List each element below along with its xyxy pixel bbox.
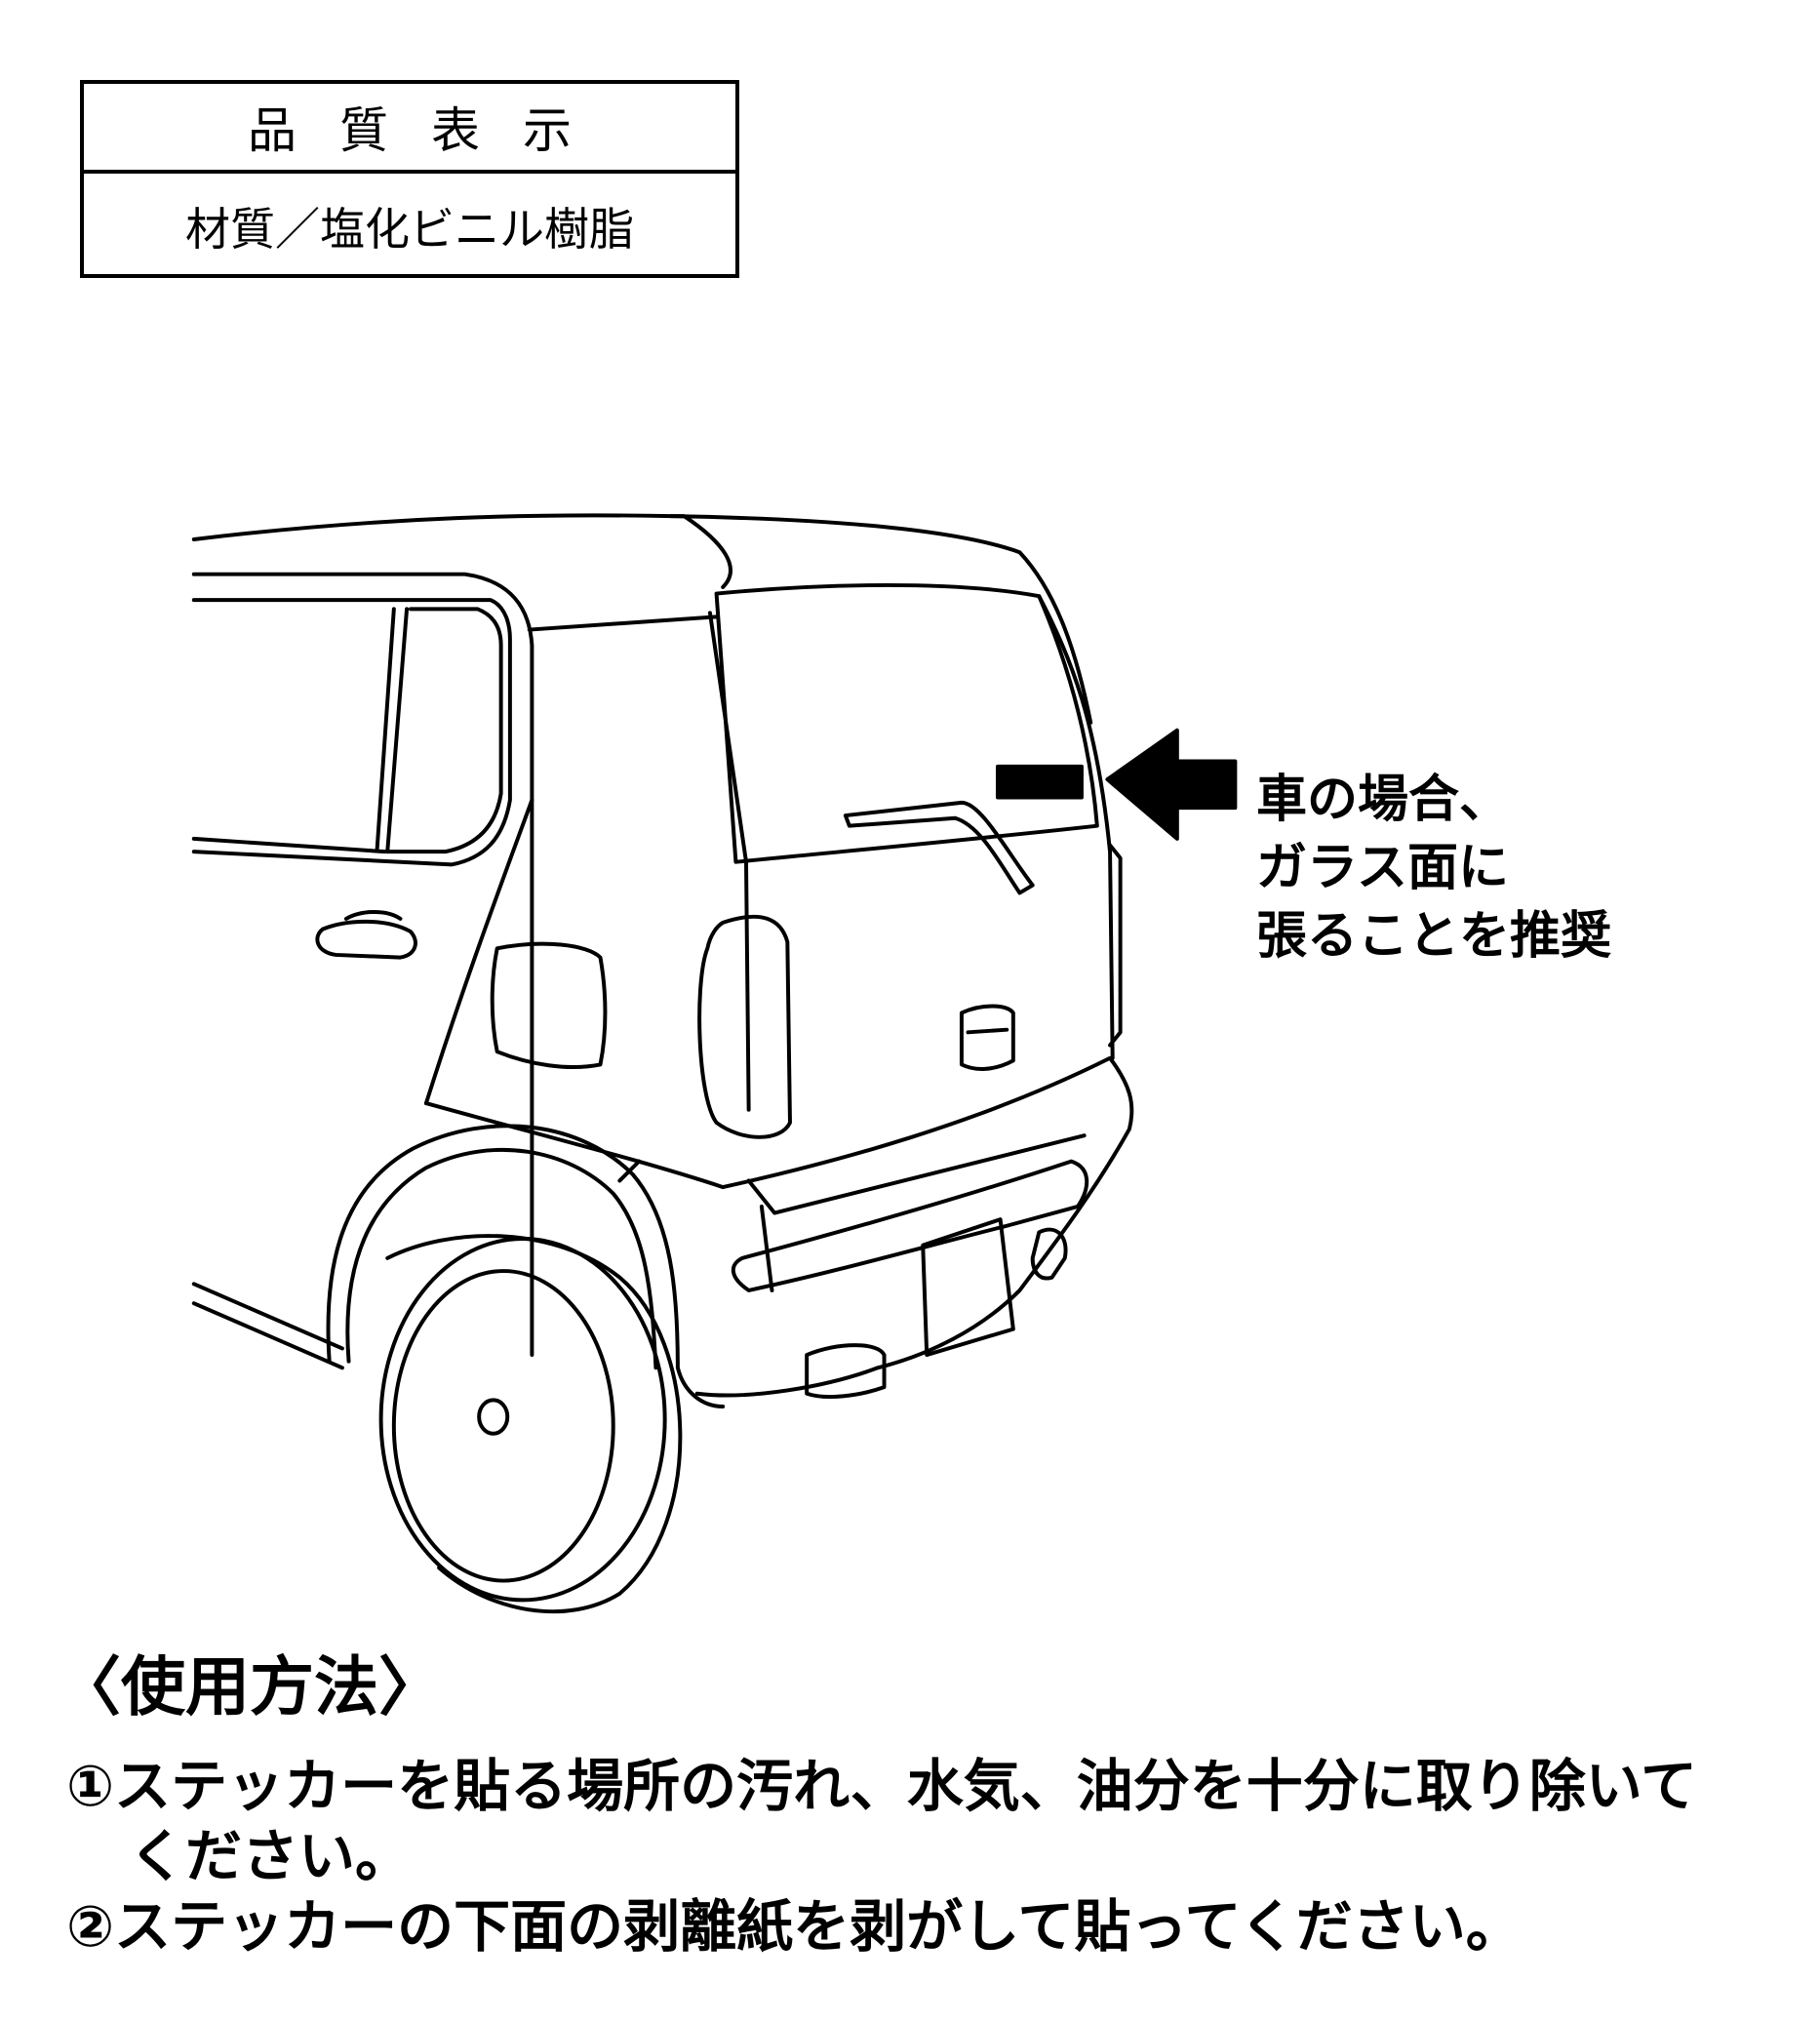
quality-label-box: 品質表示 材質／塩化ビニル樹脂 [80,80,739,278]
usage-step-2: ②ステッカーの下面の剥離紙を剥がして貼ってください。 [66,1893,1523,1960]
quality-label-material: 材質／塩化ビニル樹脂 [185,202,634,256]
placement-note-line: ガラス面に [1256,839,1509,897]
usage-heading: 〈使用方法〉 [57,1649,443,1725]
usage-step-1: ①ステッカーを貼る場所の汚れ、水気、油分を十分に取り除いて [66,1753,1697,1819]
usage-step-1-continued: ください。 [129,1823,413,1889]
placement-note-line: 張ることを推奨 [1256,907,1612,966]
placement-note: 車の場合、 ガラス面に 張ることを推奨 [1256,766,1611,971]
placement-note-line: 車の場合、 [1256,771,1511,829]
usage-steps: ①ステッカーを貼る場所の汚れ、水気、油分を十分に取り除いて ください。 ②ステッ… [66,1751,1697,1962]
quality-label-title: 品質表示 [84,84,735,174]
